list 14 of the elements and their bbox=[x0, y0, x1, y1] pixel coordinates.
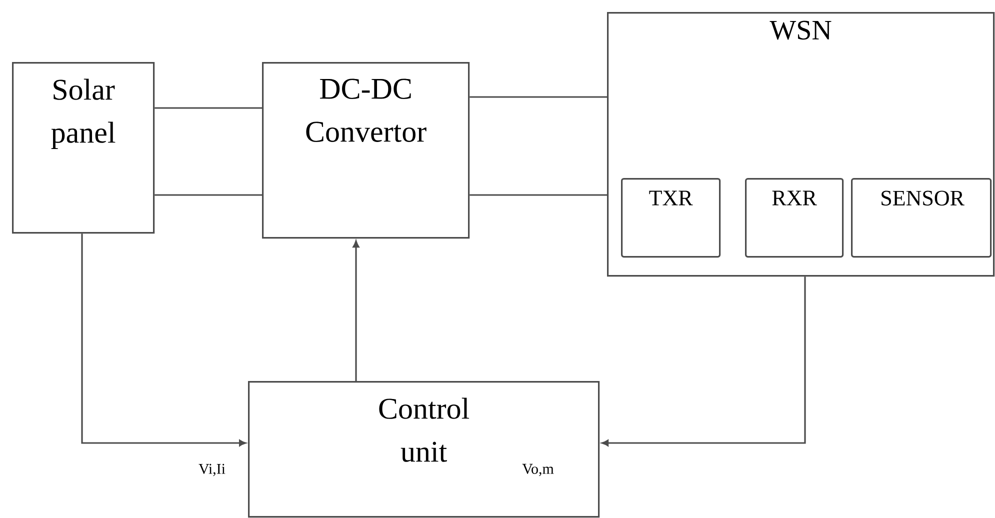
connector bbox=[470, 194, 607, 196]
connector bbox=[154, 194, 262, 196]
signal-label: Vo,m bbox=[522, 464, 554, 476]
block-box: SENSOR bbox=[851, 178, 992, 258]
block-box: RXR bbox=[745, 178, 844, 258]
connector bbox=[470, 96, 607, 98]
block-box: TXR bbox=[621, 178, 721, 258]
block-box: Solar panel bbox=[12, 62, 155, 234]
connector bbox=[602, 276, 806, 446]
connector bbox=[154, 107, 262, 109]
connector bbox=[81, 234, 246, 446]
connector bbox=[352, 240, 360, 381]
block-box: DC-DC Convertor bbox=[262, 62, 470, 239]
signal-label: Vi,Ii bbox=[198, 464, 226, 476]
